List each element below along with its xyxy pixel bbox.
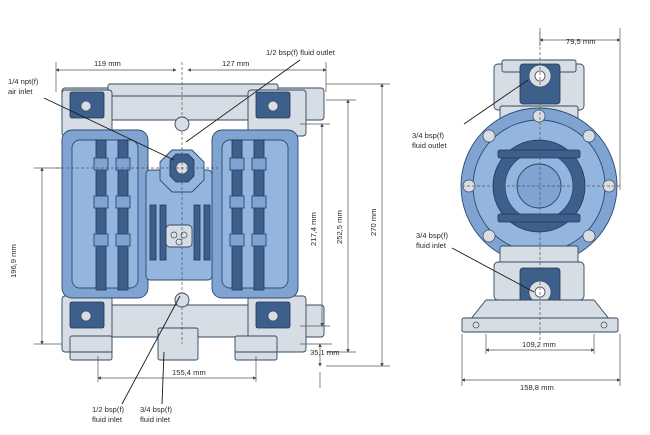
air-inlet-label-1: 1/4 npt(f)	[8, 77, 39, 86]
dim-79-5: 79,5 mm	[566, 37, 596, 46]
side-outlet-label-1: 3/4 bsp(f)	[412, 131, 445, 140]
side-outlet-label-2: fluid outlet	[412, 141, 448, 150]
dim-196-9: 196,9 mm	[9, 244, 18, 278]
dimension-labels: 119 mm 127 mm 196,9 mm 217,4 mm 252,5 mm…	[9, 37, 596, 392]
threequarter-inlet-label-2: fluid inlet	[140, 415, 171, 424]
air-inlet-label-2: air inlet	[8, 87, 33, 96]
dim-270: 270 mm	[369, 209, 378, 236]
dim-155-4: 155,4 mm	[172, 368, 206, 377]
dim-217-4: 217,4 mm	[309, 212, 318, 246]
front-view	[56, 62, 325, 361]
threequarter-inlet-label-1: 3/4 bsp(f)	[140, 405, 173, 414]
dim-119: 119 mm	[94, 59, 121, 68]
half-inlet-label-1: 1/2 bsp(f)	[92, 405, 125, 414]
dim-127: 127 mm	[222, 59, 249, 68]
side-inlet-label-1: 3/4 bsp(f)	[416, 231, 449, 240]
dim-252-5: 252,5 mm	[335, 210, 344, 244]
dim-35-1: 35,1 mm	[310, 348, 340, 357]
front-outlet-label: 1/2 bsp(f) fluid outlet	[266, 48, 336, 57]
side-view	[460, 32, 620, 340]
dimension-lines	[34, 28, 621, 388]
side-inlet-label-2: fluid inlet	[416, 241, 447, 250]
dim-158-8: 158,8 mm	[520, 383, 554, 392]
callout-leaders	[43, 59, 535, 405]
dim-109-2: 109,2 mm	[522, 340, 556, 349]
callout-labels: 1/4 npt(f) air inlet 1/2 bsp(f) fluid ou…	[8, 48, 449, 424]
half-inlet-label-2: fluid inlet	[92, 415, 123, 424]
